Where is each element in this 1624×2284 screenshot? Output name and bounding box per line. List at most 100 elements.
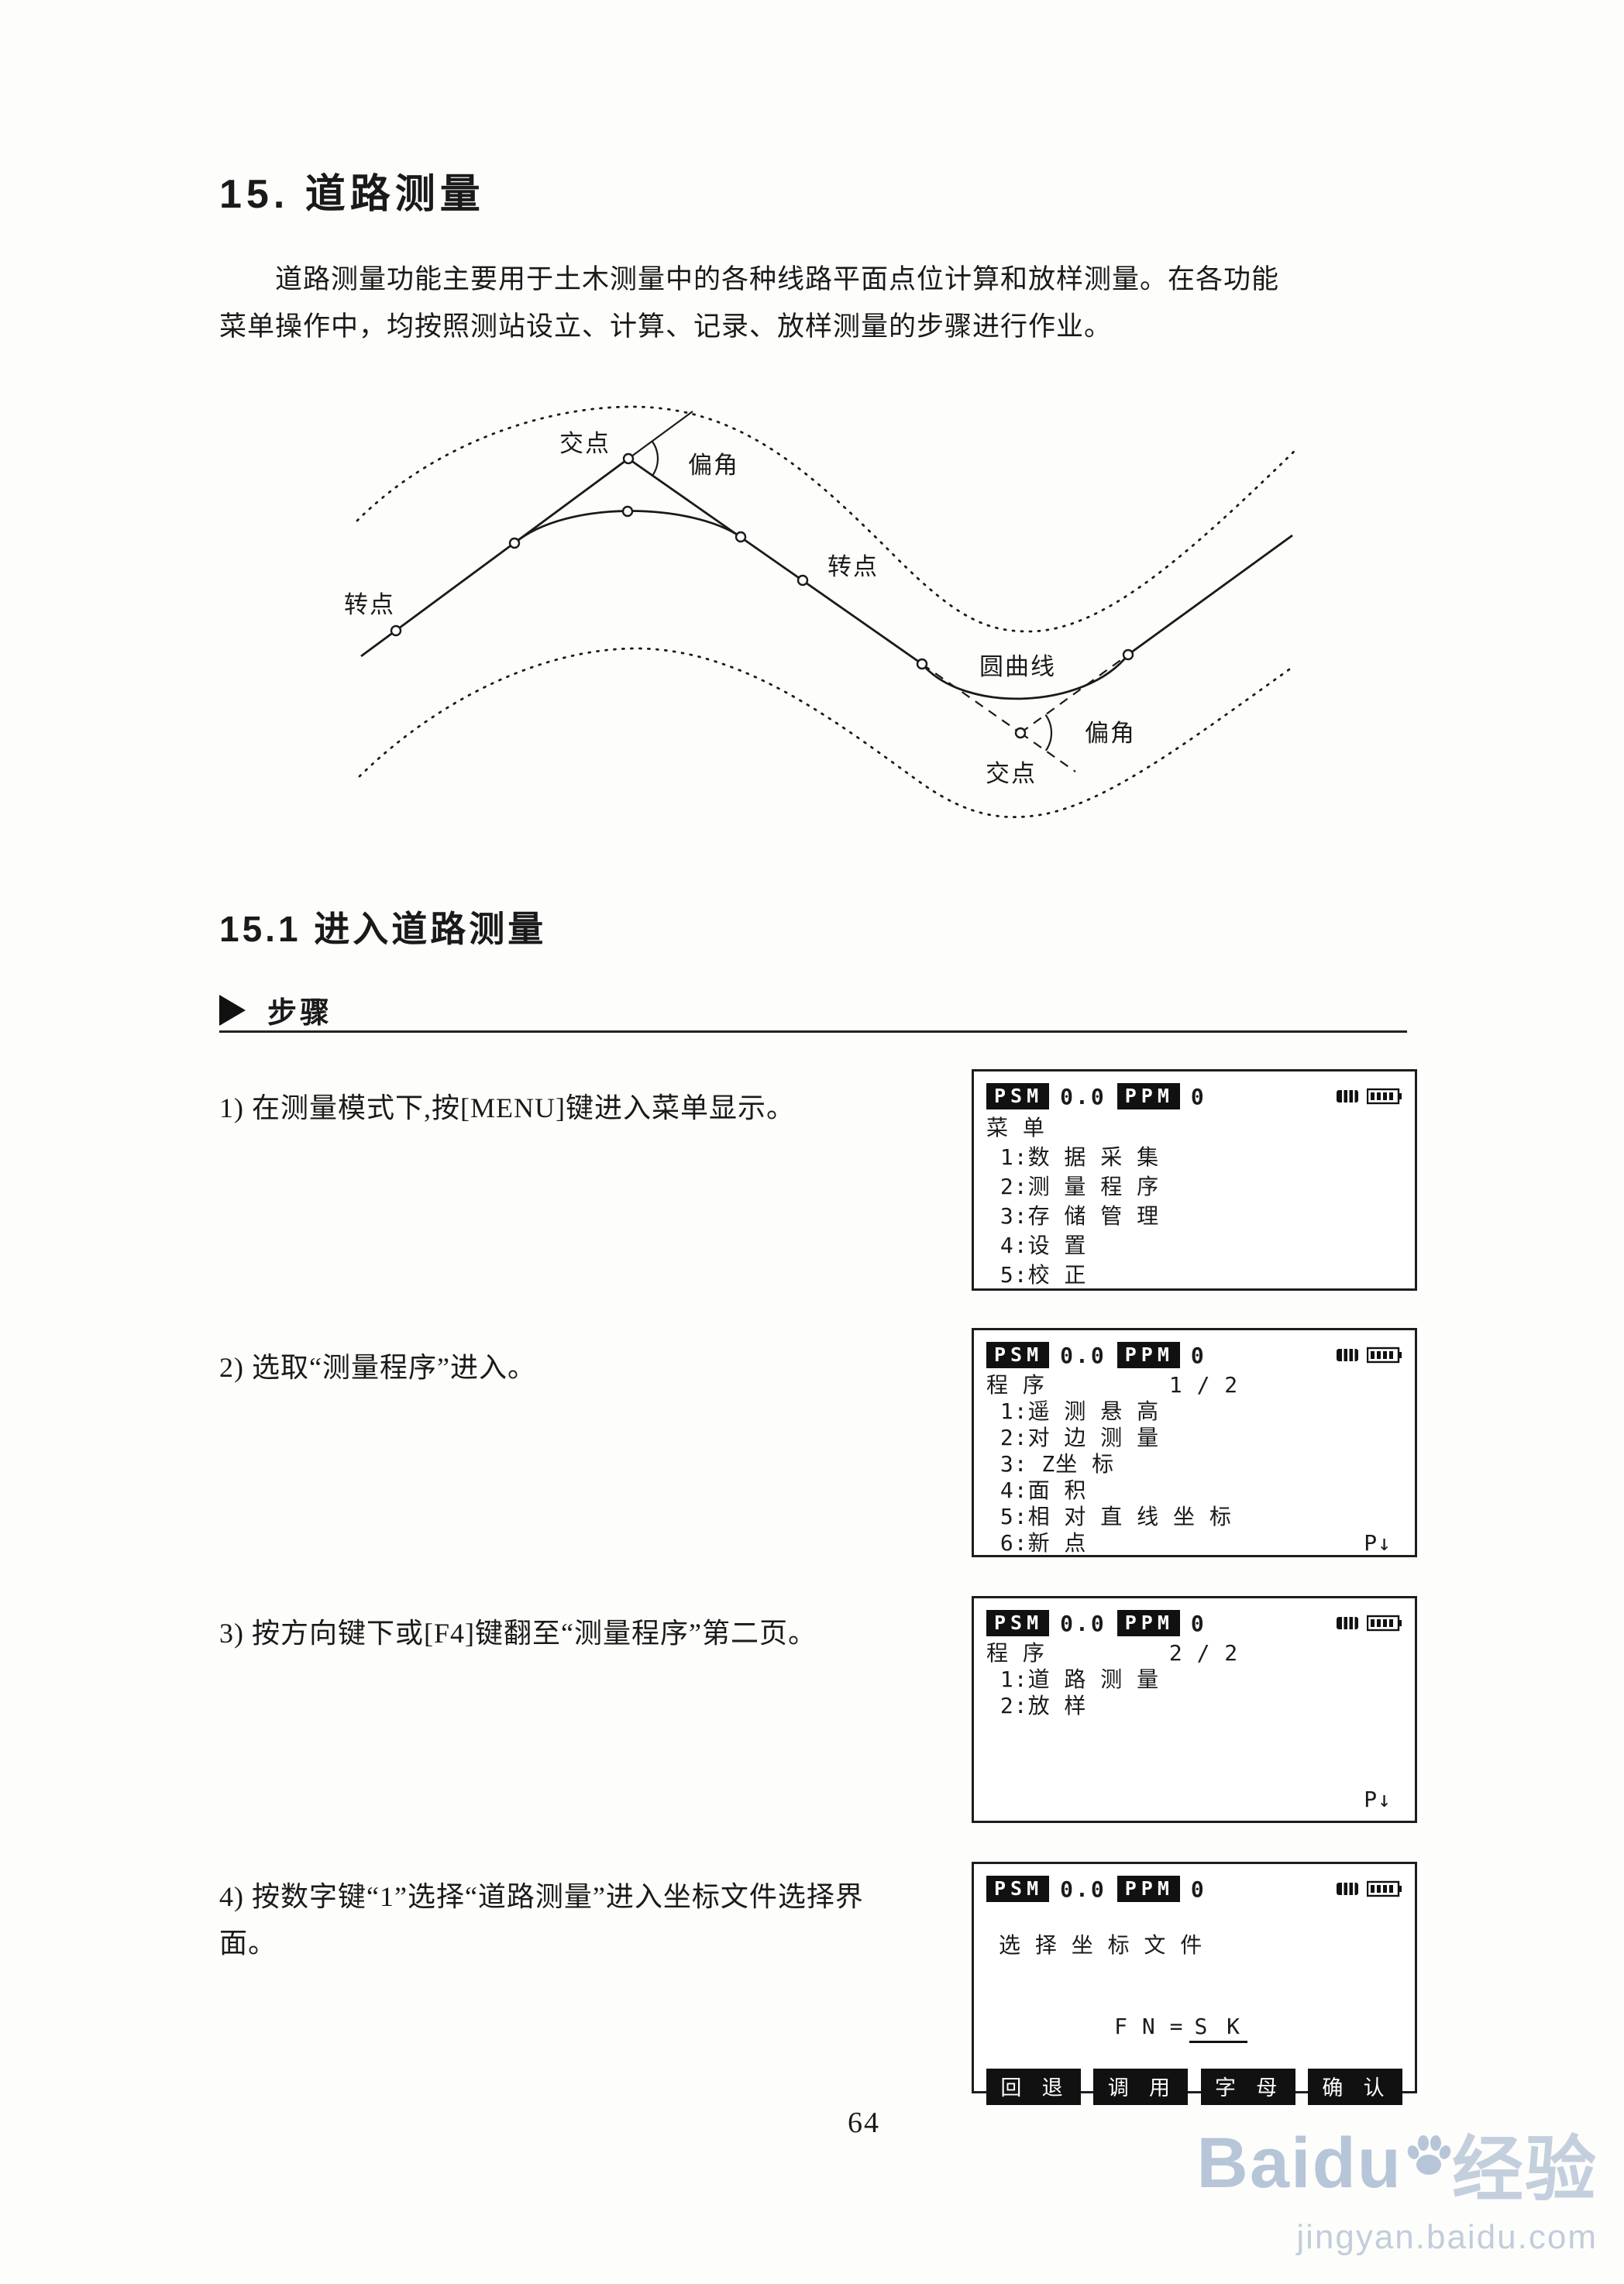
menu-item: 5:校 正 (986, 1262, 1087, 1288)
menu-last-row: P↓ (986, 1787, 1402, 1813)
status-icons (1336, 1088, 1402, 1105)
survey-point (622, 452, 635, 465)
signal-icon (1337, 1883, 1358, 1895)
signal-icon (1337, 1349, 1358, 1361)
watermark-brand-cn: 经验 (1451, 2131, 1598, 2210)
softkey-row: 回 退 调 用 字 母 确 认 (986, 2069, 1402, 2105)
watermark: Baidu 经验 jingyan.baidu.com (1196, 2112, 1598, 2257)
page-number: 64 (848, 2107, 880, 2139)
status-icons (1336, 1347, 1402, 1364)
steps-heading-label: 步骤 (267, 997, 333, 1030)
label-turning-point-1: 转点 (344, 591, 395, 618)
watermark-url: jingyan.baidu.com (1296, 2218, 1598, 2256)
road-alignment-diagram: 交点 偏角 转点 转点 圆曲线 偏角 交点 (344, 405, 1300, 818)
battery-icon (1367, 1088, 1402, 1105)
programs-title: 程 序 (986, 1372, 1045, 1398)
sag-circular-curve (920, 654, 1130, 700)
tangent-extension-2 (1020, 732, 1076, 772)
battery-icon (1367, 1347, 1402, 1364)
menu-last-row: 6:新 点 P↓ (986, 1530, 1402, 1556)
ppm-chip: PPM (1116, 1342, 1180, 1368)
step-3-text: 3) 按方向键下或[F4]键翻至“测量程序”第二页。 (219, 1618, 817, 1649)
ppm-chip: PPM (1116, 1876, 1180, 1902)
deflection-angle-arc-2 (1044, 714, 1053, 752)
ppm-chip: PPM (1116, 1610, 1180, 1636)
step-2-text: 2) 选取“测量程序”进入。 (219, 1352, 536, 1383)
watermark-brand: Baidu 经验 (1196, 2112, 1598, 2215)
battery-icon (1367, 1880, 1402, 1897)
menu-item: 4:设 置 (986, 1233, 1087, 1258)
divider (219, 1030, 1407, 1033)
lcd-screen-programs-1: PSM 0.0 PPM 0 程 序 1 / 2 1:遥 测 悬 高 2:对 边 … (972, 1328, 1417, 1557)
tangent-line-right (1127, 534, 1293, 656)
psm-value: 0.0 (1060, 1610, 1106, 1636)
file-select-prompt: 选 择 坐 标 文 件 (999, 1932, 1203, 1958)
signal-icon (1337, 1090, 1358, 1102)
lcd-status-bar: PSM 0.0 PPM 0 (986, 1079, 1402, 1113)
survey-point (621, 505, 634, 518)
menu-item: 1:道 路 测 量 (986, 1667, 1160, 1692)
psm-chip: PSM (986, 1876, 1050, 1902)
steps-heading: 步骤 (219, 989, 332, 1031)
programs-title-row: 程 序 2 / 2 (986, 1640, 1402, 1667)
softkey-alpha: 字 母 (1200, 2069, 1295, 2105)
survey-point (735, 531, 747, 543)
step-4-text: 4) 按数字键“1”选择“道路测量”进入坐标文件选择界面。 (219, 1881, 864, 1959)
programs-title: 程 序 (986, 1640, 1045, 1666)
signal-icon (1337, 1617, 1358, 1629)
ppm-value: 0 (1190, 1610, 1206, 1636)
label-intersection-1: 交点 (559, 430, 611, 457)
right-triangle-icon (219, 994, 246, 1026)
tangent-line-left (360, 457, 629, 658)
label-turning-point-2: 转点 (827, 553, 879, 580)
ppm-chip: PPM (1116, 1083, 1180, 1109)
section-title: 15.1 进入道路测量 (219, 909, 547, 949)
psm-value: 0.0 (1060, 1083, 1106, 1109)
page-down-indicator: P↓ (1364, 1530, 1392, 1556)
menu-item: 4:面 积 (986, 1477, 1087, 1503)
page-indicator: 2 / 2 (1168, 1640, 1239, 1666)
filename-label: F N = (1114, 2014, 1184, 2039)
menu-item: 6:新 点 (986, 1530, 1087, 1556)
page-indicator: 1 / 2 (1168, 1372, 1239, 1398)
menu-item: 5:相 对 直 线 坐 标 (986, 1504, 1232, 1529)
survey-point (1014, 727, 1027, 739)
survey-point (797, 574, 809, 586)
intro-paragraph: 道路测量功能主要用于土木测量中的各种线路平面点位计算和放样测量。在各功能 菜单操… (219, 256, 1428, 350)
watermark-brand-text: Baidu (1196, 2124, 1402, 2203)
lcd-status-bar: PSM 0.0 PPM 0 (986, 1606, 1402, 1640)
menu-item: 2:放 样 (986, 1693, 1087, 1718)
filename-value: S K (1189, 2014, 1248, 2043)
intro-line-2: 菜单操作中，均按照测站设立、计算、记录、放样测量的步骤进行作业。 (219, 311, 1113, 342)
ppm-value: 0 (1190, 1342, 1206, 1368)
survey-point (508, 537, 521, 549)
lcd-screen-file-select: PSM 0.0 PPM 0 选 择 坐 标 文 件 F N =S K 回 退 调… (972, 1862, 1417, 2105)
softkey-recall: 调 用 (1093, 2069, 1189, 2105)
menu-item: 2:对 边 测 量 (986, 1425, 1160, 1450)
menu-item: 1:数 据 采 集 (986, 1144, 1160, 1170)
label-intersection-2: 交点 (986, 760, 1037, 787)
menu-item: 1:遥 测 悬 高 (986, 1398, 1160, 1424)
spacer (986, 1719, 1402, 1787)
lcd-status-bar: PSM 0.0 PPM 0 (986, 1872, 1402, 1906)
chapter-title: 15. 道路测量 (219, 172, 485, 217)
tangent-middle-dashed (921, 663, 1021, 734)
psm-chip: PSM (986, 1083, 1050, 1109)
paw-icon (1407, 2134, 1451, 2175)
menu-item: 2:测 量 程 序 (986, 1174, 1160, 1199)
menu-item: 3:存 储 管 理 (986, 1203, 1160, 1229)
label-deflection-1: 偏角 (688, 452, 739, 479)
intro-line-1: 道路测量功能主要用于土木测量中的各种线路平面点位计算和放样测量。在各功能 (275, 264, 1280, 294)
psm-value: 0.0 (1060, 1876, 1106, 1902)
tangent-line-middle (628, 457, 923, 666)
softkey-confirm: 确 认 (1307, 2069, 1402, 2105)
label-deflection-2: 偏角 (1085, 720, 1136, 747)
lcd-status-bar: PSM 0.0 PPM 0 (986, 1338, 1402, 1372)
ppm-value: 0 (1190, 1083, 1206, 1109)
lcd-screen-menu: PSM 0.0 PPM 0 菜 单 1:数 据 采 集 2:测 量 程 序 3:… (972, 1069, 1417, 1291)
corridor-bottom-dotted-line (358, 647, 1296, 818)
page-down-indicator: P↓ (1364, 1787, 1392, 1812)
corridor-top-dotted-line (356, 405, 1300, 633)
psm-chip: PSM (986, 1610, 1050, 1636)
